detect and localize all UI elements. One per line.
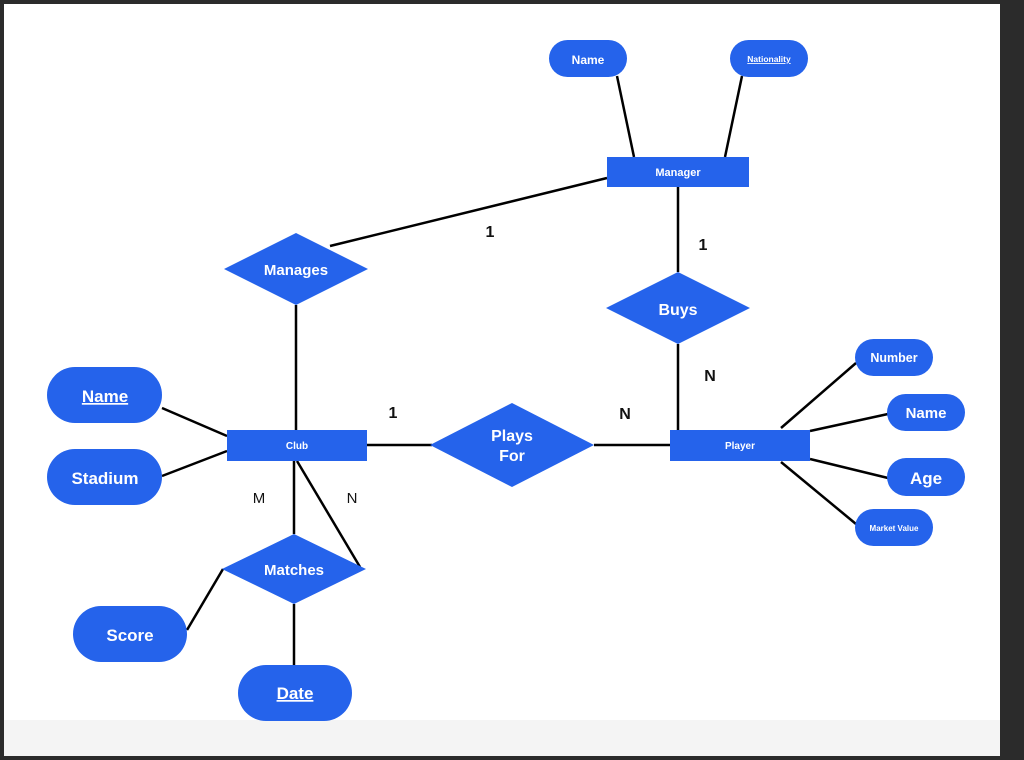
relationship-matches: Matches	[222, 534, 366, 604]
connector-lines	[161, 75, 889, 665]
relationship-manages-label: Manages	[264, 262, 328, 279]
attribute-player-market-value-oval	[855, 509, 933, 546]
relationship-matches-label: Matches	[264, 562, 324, 579]
attribute-player-age-oval	[887, 458, 965, 496]
entity-club-box	[227, 430, 367, 461]
attribute-match-score-label: Score	[106, 626, 153, 645]
attribute-manager-name: Name	[549, 40, 627, 77]
attribute-player-market-value: Market Value	[855, 509, 933, 546]
attribute-club-stadium-oval	[47, 449, 162, 505]
cardinality-plays-for-player: N	[619, 406, 631, 423]
entity-player-label: Player	[725, 441, 755, 452]
cardinality-manages-manager: 1	[486, 224, 495, 241]
attribute-club-name-label: Name	[82, 387, 128, 406]
line-player-marketvalue	[780, 461, 857, 525]
relationship-buys-diamond	[606, 272, 750, 344]
cardinality-matches-n: N	[347, 490, 358, 507]
line-manager-manages	[329, 176, 608, 248]
line-club-matches-n	[295, 460, 362, 568]
relationship-plays-for-label-line2: For	[499, 448, 525, 465]
attribute-club-stadium: Stadium	[47, 449, 162, 505]
attribute-manager-nationality: Nationality	[730, 40, 808, 77]
attribute-match-score: Score	[73, 606, 187, 662]
relationship-buys: Buys	[606, 272, 750, 344]
entity-manager-label: Manager	[655, 167, 701, 179]
attribute-player-name-label: Name	[906, 405, 947, 422]
attribute-player-number: Number	[855, 339, 933, 376]
relationship-plays-for-label-line1: Plays	[491, 428, 533, 445]
line-club-name	[161, 406, 228, 438]
attribute-club-stadium-label: Stadium	[71, 469, 138, 488]
entity-manager: Manager	[607, 157, 749, 187]
attribute-player-market-value-label: Market Value	[870, 524, 919, 533]
attribute-player-age: Age	[887, 458, 965, 496]
attribute-match-date-label: Date	[277, 684, 314, 703]
attribute-player-number-oval	[855, 339, 933, 376]
attribute-match-score-oval	[73, 606, 187, 662]
relationship-buys-label: Buys	[658, 302, 697, 319]
relationship-manages-diamond	[224, 233, 368, 305]
page-footer-strip	[4, 720, 1000, 756]
attribute-player-name-oval	[887, 394, 965, 431]
entity-manager-box	[607, 157, 749, 187]
cardinality-matches-m: M	[253, 490, 266, 507]
cardinality-buys-player: N	[704, 368, 716, 385]
line-player-age	[809, 457, 889, 480]
relationship-matches-diamond	[222, 534, 366, 604]
attribute-manager-nationality-oval	[730, 40, 808, 77]
attribute-match-date-oval	[238, 665, 352, 721]
attribute-manager-name-oval	[549, 40, 627, 77]
entity-club-label: Club	[286, 441, 308, 452]
attribute-club-name: Name	[47, 367, 162, 423]
relationship-plays-for: Plays For	[430, 403, 594, 487]
entity-player-box	[670, 430, 810, 461]
line-player-name	[809, 412, 889, 433]
cardinality-buys-manager: 1	[699, 237, 708, 254]
attribute-match-date: Date	[238, 665, 352, 721]
relationship-plays-for-diamond	[430, 403, 594, 487]
line-manager-name	[615, 75, 636, 158]
attribute-player-name: Name	[887, 394, 965, 431]
line-manager-nationality	[723, 75, 744, 158]
attribute-club-name-oval	[47, 367, 162, 423]
attribute-player-number-label: Number	[870, 351, 917, 365]
attribute-manager-name-label: Name	[572, 53, 605, 67]
entity-player: Player	[670, 430, 810, 461]
line-matches-score	[185, 568, 225, 631]
cardinality-labels: 1 1 N 1 N M N	[253, 224, 716, 507]
attribute-player-age-label: Age	[910, 469, 942, 488]
entity-club: Club	[227, 430, 367, 461]
cardinality-plays-for-club: 1	[389, 405, 398, 422]
relationship-manages: Manages	[224, 233, 368, 305]
line-club-stadium	[161, 449, 228, 478]
attribute-manager-nationality-label: Nationality	[747, 54, 791, 64]
line-player-number	[780, 362, 857, 429]
